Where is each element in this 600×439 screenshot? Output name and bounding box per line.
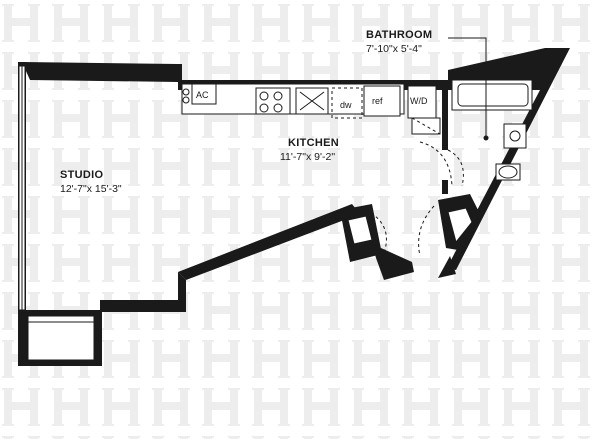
ref-label: ref	[372, 96, 383, 106]
wd-label: W/D	[410, 96, 428, 106]
kitchen-counter	[181, 83, 441, 135]
bathroom-label: BATHROOM	[366, 29, 432, 41]
bathroom-leader-line	[448, 37, 487, 138]
sink	[295, 87, 329, 115]
bathroom-fixtures	[447, 79, 533, 187]
dishwasher	[331, 87, 363, 119]
dw-label: dw	[340, 100, 352, 110]
studio-dims: 12'-7"x 15'-3"	[60, 183, 122, 195]
refrigerator	[363, 85, 401, 117]
ac-label: AC	[196, 90, 209, 100]
bathroom-dims: 7'-10"x 5'-4"	[366, 43, 422, 55]
vanity	[503, 123, 527, 149]
entry-arrow-icon	[438, 256, 456, 278]
doors	[365, 141, 453, 259]
ac-unit	[191, 83, 217, 105]
studio-label: STUDIO	[60, 169, 103, 181]
kitchen-dims: 11'-7"x 9'-2"	[280, 151, 335, 163]
washer-dryer	[407, 85, 437, 119]
kitchen-label: KITCHEN	[288, 137, 339, 149]
walls	[18, 48, 570, 366]
